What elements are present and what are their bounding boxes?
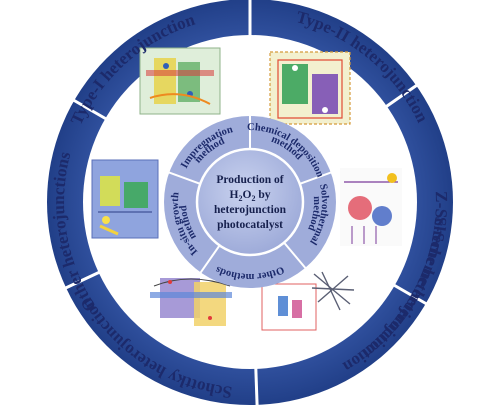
center-label: Production of H2O2 by heterojunction pho…	[214, 174, 287, 231]
inner-ring-divider	[298, 171, 333, 186]
outer-ring-divider	[72, 98, 107, 121]
other-heterojunctions-illustration	[91, 159, 159, 239]
s-scheme-illustration	[261, 271, 355, 331]
center-line-4: photocatalyst	[217, 219, 283, 231]
illustrations	[91, 47, 402, 331]
center-disc	[195, 147, 305, 257]
outer-ring-divider	[393, 283, 428, 306]
inner-ring-divider	[199, 244, 221, 274]
z-scheme-illustration	[340, 168, 402, 246]
type-ii-illustration	[269, 51, 351, 125]
type-i-illustration	[139, 47, 221, 115]
outer-ring-divider	[64, 270, 101, 290]
center-line-3: heterojunction	[214, 204, 287, 216]
outer-ring-divider	[385, 83, 418, 109]
outer-ring-dividers	[64, 0, 428, 405]
outer-ring-divider	[254, 367, 259, 405]
inner-ring-divider	[282, 241, 307, 270]
inner-ring-dividers	[167, 115, 333, 274]
schottky-illustration	[150, 278, 232, 326]
center-line-1: Production of	[216, 174, 283, 186]
center-line-2: H2O2 by	[230, 189, 271, 203]
inner-ring-divider	[167, 171, 202, 186]
